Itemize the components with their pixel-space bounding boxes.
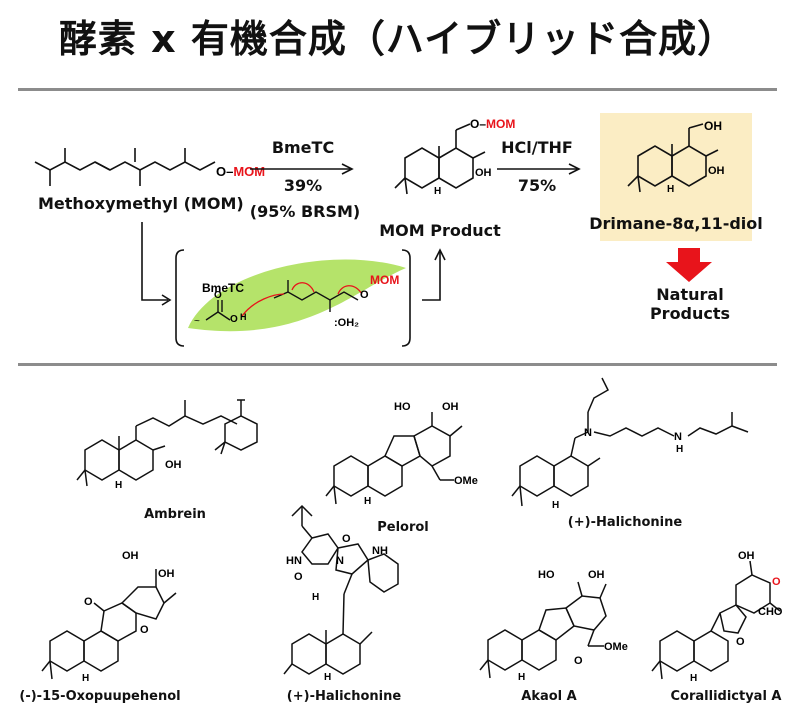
structure-corallidictyal-a: OH O CHO O H: [651, 550, 783, 684]
svg-text:OH: OH: [738, 550, 755, 562]
svg-text:H: H: [552, 500, 559, 511]
red-down-arrow: [666, 248, 712, 282]
svg-text:OH: OH: [122, 550, 139, 562]
svg-text:~: ~: [194, 316, 200, 327]
svg-text:OH: OH: [165, 459, 182, 471]
svg-text:OH: OH: [158, 568, 175, 580]
svg-text:N: N: [336, 555, 344, 567]
mechanism-diagram: BmeTC ~ O H O O MOM :OH₂: [188, 259, 406, 332]
svg-text:H: H: [82, 673, 89, 684]
svg-text:H: H: [518, 672, 525, 683]
svg-text:H: H: [115, 480, 122, 491]
svg-text:O: O: [772, 576, 781, 588]
svg-text:H: H: [312, 592, 319, 603]
gallery-name-corallidictyal-a: Corallidictyal A: [670, 689, 782, 704]
yield-2: 75%: [517, 176, 557, 195]
svg-text:O: O: [140, 624, 149, 636]
natural-products-label: Natural Products: [649, 285, 731, 323]
svg-text:OH: OH: [704, 119, 722, 133]
start-material-structure: O–MOM: [34, 148, 265, 186]
svg-text::OH₂: :OH₂: [334, 317, 359, 329]
svg-text:NH: NH: [372, 545, 388, 557]
svg-text:O: O: [574, 655, 583, 667]
section-divider: [18, 363, 777, 366]
svg-text:O: O: [360, 289, 369, 301]
drimane-diol-structure: OH OH H: [627, 119, 725, 195]
svg-text:O: O: [84, 596, 93, 608]
svg-text:H: H: [434, 186, 441, 197]
brsm-yield: (95% BRSM): [249, 202, 361, 221]
drimane-diol-label: Drimane-8α,11-diol: [589, 214, 763, 233]
gallery-name-ambrein: Ambrein: [144, 507, 206, 522]
svg-text:OH: OH: [442, 401, 459, 413]
svg-text:H: H: [364, 496, 371, 507]
svg-text:N: N: [674, 431, 682, 443]
svg-text:H: H: [667, 184, 674, 195]
svg-text:OH: OH: [708, 165, 725, 177]
page-title: 酵素 x 有機合成（ハイブリッド合成）: [58, 17, 737, 61]
svg-text:H: H: [240, 312, 247, 322]
svg-text:HN: HN: [286, 555, 302, 567]
reaction-arrow-1: [250, 163, 354, 175]
product-highlight-box: [600, 113, 752, 241]
svg-text:H: H: [324, 672, 331, 683]
structure-halichonine-1: N N H H: [511, 377, 749, 511]
reaction-arrow-2: [497, 163, 581, 175]
svg-text:H: H: [676, 444, 683, 455]
svg-text:N: N: [584, 427, 592, 439]
svg-text:O–MOM: O–MOM: [470, 117, 515, 131]
acid-label: HCl/THF: [501, 138, 573, 157]
gallery-name-pelorol: Pelorol: [377, 520, 429, 535]
svg-text:O: O: [736, 636, 745, 648]
mom-product-label: MOM Product: [379, 221, 501, 240]
title-divider: [18, 88, 777, 91]
enzyme-label: BmeTC: [271, 138, 335, 157]
gallery-name-oxopuupehenol: (-)-15-Oxopuupehenol: [19, 689, 181, 704]
svg-text:H: H: [690, 673, 697, 684]
svg-text:HO: HO: [538, 569, 555, 581]
svg-text:O: O: [214, 290, 222, 301]
structure-ambrein: OH H: [76, 399, 258, 491]
mechanism-mom-label: MOM: [370, 273, 399, 287]
yield-1: 39%: [283, 176, 323, 195]
svg-text:OMe: OMe: [604, 641, 628, 653]
structure-akaol-a: HO OH O OMe H: [479, 569, 628, 683]
gallery-name-akaol-a: Akaol A: [521, 689, 577, 704]
mechanism-enzyme-label: BmeTC: [202, 281, 244, 295]
structure-pelorol: HO OH OMe H: [325, 401, 478, 507]
gallery-name-halichonine-2: (+)-Halichonine: [286, 689, 402, 704]
svg-text:CHO: CHO: [758, 606, 783, 618]
svg-text:O: O: [294, 571, 303, 583]
structure-oxopuupehenol: OH OH O O H: [41, 550, 177, 684]
svg-text:HO: HO: [394, 401, 411, 413]
start-material-label: Methoxymethyl (MOM): [38, 194, 244, 213]
svg-text:OMe: OMe: [454, 475, 478, 487]
svg-text:O: O: [342, 533, 351, 545]
svg-text:O–MOM: O–MOM: [216, 164, 265, 179]
mom-product-structure: O–MOM OH H: [394, 117, 515, 197]
mechanism-path-arrows: [141, 222, 446, 347]
svg-text:OH: OH: [475, 167, 492, 179]
structure-halichonine-2: HN O O NH N H H: [283, 504, 399, 683]
svg-text:O: O: [230, 314, 238, 325]
gallery-name-halichonine-1: (+)-Halichonine: [567, 515, 683, 530]
svg-text:OH: OH: [588, 569, 605, 581]
